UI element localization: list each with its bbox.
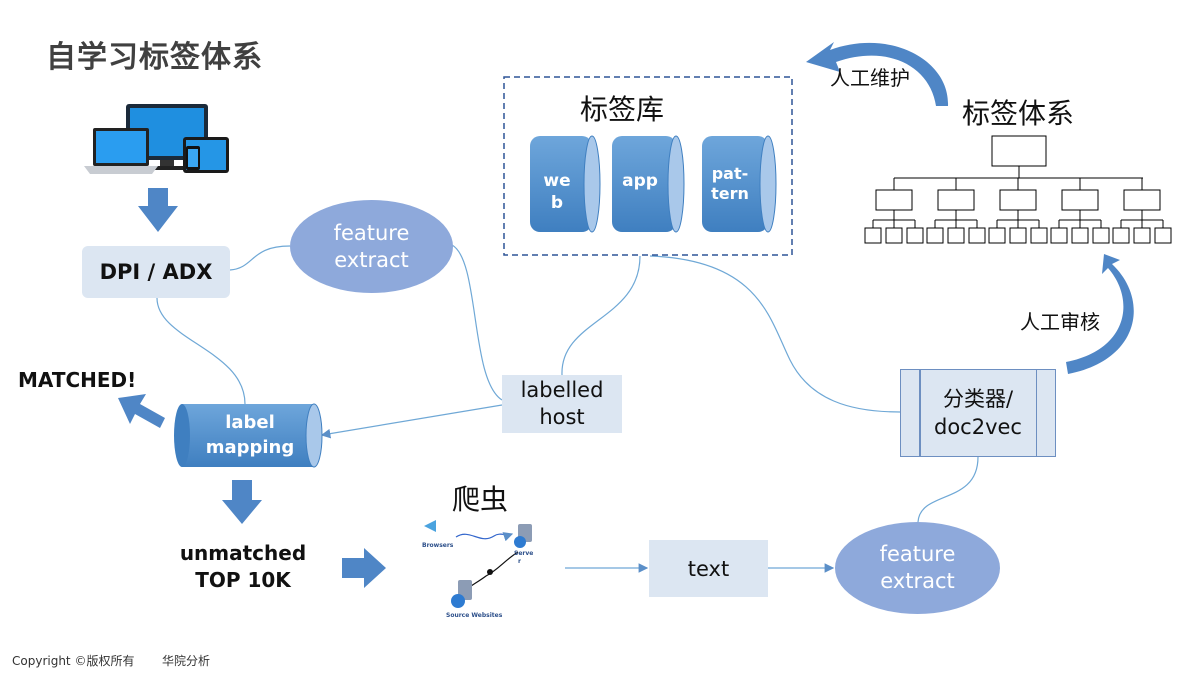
tree-node-l3 [885, 227, 903, 244]
cylinder-app [612, 135, 685, 233]
browsers-label: Browsers [422, 542, 454, 549]
tree-node-l2 [1061, 189, 1099, 211]
curved-arrow-maintenance [806, 42, 949, 106]
unmatched-line1: unmatched [179, 541, 307, 565]
classifier-line1: 分类器/ [942, 387, 1014, 411]
cylinder-pattern-line2: tern [711, 184, 749, 203]
browser-icon [424, 520, 436, 532]
tree-node-l2 [999, 189, 1037, 211]
cylinder-app-label: app [612, 170, 668, 192]
crawler-diagram [424, 520, 532, 608]
cylinder-web-label: we b [532, 170, 582, 214]
right-arrow-unmatched [342, 548, 386, 588]
cylinder-pattern [702, 135, 777, 233]
cylinder-pattern-label: pat- tern [702, 164, 758, 204]
tree-node-l3 [968, 227, 986, 244]
feature-extract-bottom-line1: feature [879, 542, 956, 566]
label-mapping-line1: label [225, 412, 275, 433]
curved-arrow-review [1066, 254, 1134, 374]
connector-classifier-feature [917, 456, 979, 523]
tree-node-l3 [906, 227, 924, 244]
spider-icon [487, 569, 493, 575]
tree-node-l3 [1133, 227, 1151, 244]
tree-node-l2 [875, 189, 913, 211]
manual-maintenance-label: 人工维护 [830, 66, 910, 90]
cylinder-web-line1: we [543, 171, 571, 191]
matched-arrow [118, 394, 165, 428]
tree-node-l3 [1050, 227, 1068, 244]
connector-lib-host [561, 255, 641, 376]
feature-extract-top-line2: extract [334, 247, 409, 272]
tag-tree-levels [864, 178, 1172, 244]
cylinder-web [530, 135, 601, 233]
org-text: 华院分析 [162, 654, 211, 668]
arrow-host-mapping [320, 404, 503, 439]
connector-lib-classifier [649, 255, 901, 413]
unmatched-line2: TOP 10K [195, 568, 291, 592]
tree-node-l3 [1009, 227, 1027, 244]
crawler-title: 爬虫 [452, 483, 509, 516]
source-websites-label: Source Websites [446, 612, 503, 619]
tree-node-l2 [1123, 189, 1161, 211]
label-mapping-text: label mapping [190, 410, 310, 460]
tree-node-l3 [926, 227, 944, 244]
label-mapping-line2: mapping [205, 437, 295, 458]
unmatched-label: unmatched TOP 10K [172, 540, 314, 594]
classifier-box: 分类器/ doc2vec [900, 369, 1056, 457]
tag-library-title: 标签库 [579, 93, 664, 126]
labelled-host-line2: host [539, 405, 585, 429]
tree-node-l2 [937, 189, 975, 211]
tree-node-l3 [988, 227, 1006, 244]
manual-review-label: 人工审核 [1020, 310, 1100, 334]
tag-system-title: 标签体系 [961, 97, 1074, 130]
tree-node-l3 [864, 227, 882, 244]
labelled-host-line1: labelled [520, 378, 604, 402]
down-arrow-2 [222, 480, 262, 524]
feature-extract-top: feature extract [290, 200, 453, 293]
connector-dpi-feature [229, 245, 291, 271]
server-label-tail: r [518, 558, 521, 565]
connector-dpi-mapping [156, 297, 246, 405]
dpi-adx-box: DPI / ADX [82, 246, 230, 298]
label-mapping-cylinder [174, 403, 323, 468]
tree-node-l3 [1071, 227, 1089, 244]
feature-extract-bottom-line2: extract [880, 569, 955, 593]
text-box: text [649, 540, 768, 597]
devices-icon [84, 104, 229, 174]
cylinder-app-line1: app [622, 171, 658, 191]
connector-feature-host [451, 244, 503, 401]
feature-extract-top-line1: feature [333, 220, 410, 245]
copyright-text: Copyright ©版权所有 [12, 654, 135, 668]
tree-node-l3 [1154, 227, 1172, 244]
page-title: 自学习标签体系 [46, 40, 263, 75]
tag-library-box [503, 76, 793, 256]
cylinder-web-line2: b [550, 193, 564, 213]
server-label: Serve [514, 550, 534, 557]
tree-node-l3 [947, 227, 965, 244]
tree-node-l3 [1030, 227, 1048, 244]
feature-extract-bottom: feature extract [835, 522, 1000, 614]
cylinder-pattern-line1: pat- [711, 164, 749, 183]
labelled-host-box: labelled host [502, 375, 622, 433]
tree-node-l3 [1112, 227, 1130, 244]
tag-tree [894, 135, 1143, 179]
down-arrow-1 [138, 188, 178, 232]
matched-label: MATCHED! [18, 368, 137, 392]
tree-node-l3 [1092, 227, 1110, 244]
classifier-line2: doc2vec [934, 415, 1022, 439]
